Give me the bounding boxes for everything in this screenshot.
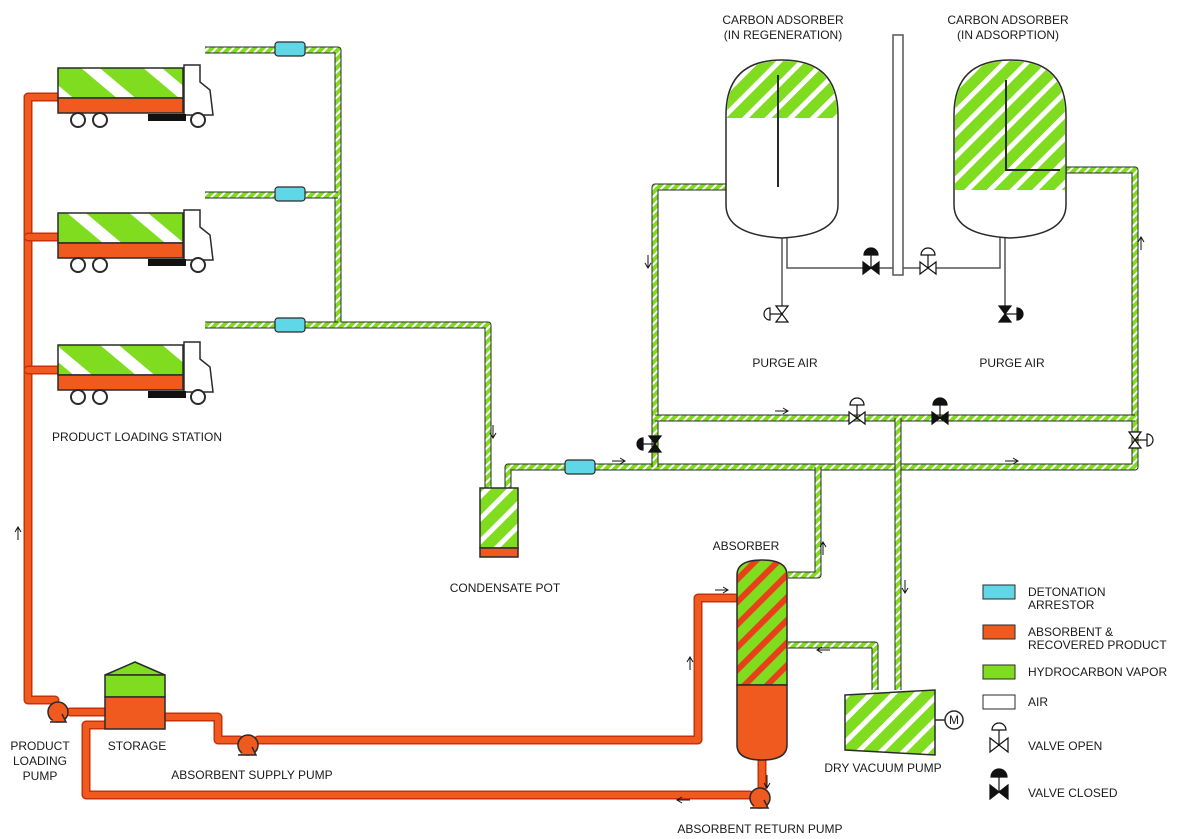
legend: DETONATION ARRESTOR ABSORBENT & RECOVERE… bbox=[982, 584, 1167, 801]
absorbent-supply-pump bbox=[237, 734, 259, 756]
valves bbox=[636, 247, 1154, 453]
product-loading-pump-label-3: PUMP bbox=[23, 769, 58, 783]
valve-open-icon bbox=[1127, 431, 1154, 449]
legend-valve-closed: VALVE CLOSED bbox=[1028, 786, 1118, 800]
product-loading-station-label: PRODUCT LOADING STATION bbox=[52, 430, 222, 444]
legend-swatch-absorbent bbox=[982, 624, 1016, 640]
carbon-adsorber-ads-title: CARBON ADSORBER bbox=[947, 13, 1069, 27]
valve-open-icon bbox=[763, 305, 790, 323]
condensate-pot bbox=[479, 487, 519, 558]
condensate-pot-label: CONDENSATE POT bbox=[450, 581, 561, 595]
valve-open-icon bbox=[919, 247, 937, 276]
dry-vacuum-pump: M bbox=[844, 689, 964, 756]
vapor-piping bbox=[205, 46, 1139, 690]
absorbent-return-pump bbox=[749, 787, 771, 809]
purge-air-left-label: PURGE AIR bbox=[752, 356, 818, 370]
absorber-column bbox=[736, 559, 788, 761]
legend-valve-open-icon bbox=[989, 722, 1009, 754]
legend-valve-closed-icon bbox=[989, 768, 1009, 801]
legend-swatch-detonation-arrestor bbox=[982, 584, 1016, 600]
legend-swatch-hydrocarbon bbox=[982, 664, 1016, 680]
motor-label: M bbox=[949, 713, 959, 727]
purge-air-right-label: PURGE AIR bbox=[979, 356, 1045, 370]
legend-hydrocarbon: HYDROCARBON VAPOR bbox=[1028, 665, 1167, 679]
valve-closed-icon bbox=[862, 247, 880, 276]
carbon-adsorber-regen-title: CARBON ADSORBER bbox=[722, 13, 844, 27]
dry-vacuum-pump-label: DRY VACUUM PUMP bbox=[824, 761, 941, 775]
tanker-truck-1 bbox=[57, 64, 214, 128]
carbon-adsorber-ads-subtitle: (IN ADSORPTION) bbox=[957, 28, 1059, 42]
legend-air: AIR bbox=[1028, 695, 1048, 709]
valve-closed-icon bbox=[997, 305, 1024, 323]
flow-arrows bbox=[14, 236, 1145, 804]
absorbent-supply-pump-label: ABSORBENT SUPPLY PUMP bbox=[171, 768, 332, 782]
valve-closed-icon bbox=[636, 435, 663, 453]
diagram-labels: CARBON ADSORBER (IN REGENERATION) CARBON… bbox=[10, 13, 1069, 836]
tanker-truck-2 bbox=[57, 209, 214, 273]
absorbent-return-pump-label: ABSORBENT RETURN PUMP bbox=[677, 822, 842, 836]
legend-detonation-arrestor-1: DETONATION bbox=[1028, 585, 1106, 599]
absorber-label: ABSORBER bbox=[713, 539, 780, 553]
legend-absorbent-2: RECOVERED PRODUCT bbox=[1028, 638, 1167, 652]
motor-icon bbox=[944, 710, 964, 730]
valve-closed-icon bbox=[931, 397, 949, 426]
legend-swatch-air bbox=[982, 694, 1016, 710]
legend-detonation-arrestor-2: ARRESTOR bbox=[1028, 598, 1095, 612]
tanker-truck-3 bbox=[57, 341, 214, 405]
product-loading-pump-label-2: LOADING bbox=[13, 754, 67, 768]
storage-label: STORAGE bbox=[108, 739, 166, 753]
legend-valve-open: VALVE OPEN bbox=[1028, 739, 1102, 753]
carbon-adsorber-adsorption bbox=[953, 59, 1067, 239]
storage-tank bbox=[104, 661, 166, 730]
product-loading-pump-label-1: PRODUCT bbox=[10, 739, 70, 753]
carbon-adsorber-regeneration bbox=[725, 59, 839, 239]
product-loading-pump bbox=[47, 701, 69, 723]
legend-absorbent-1: ABSORBENT & bbox=[1028, 625, 1113, 639]
carbon-adsorber-regen-subtitle: (IN REGENERATION) bbox=[724, 28, 842, 42]
detonation-arrestors bbox=[274, 41, 596, 475]
valve-open-icon bbox=[848, 397, 866, 426]
